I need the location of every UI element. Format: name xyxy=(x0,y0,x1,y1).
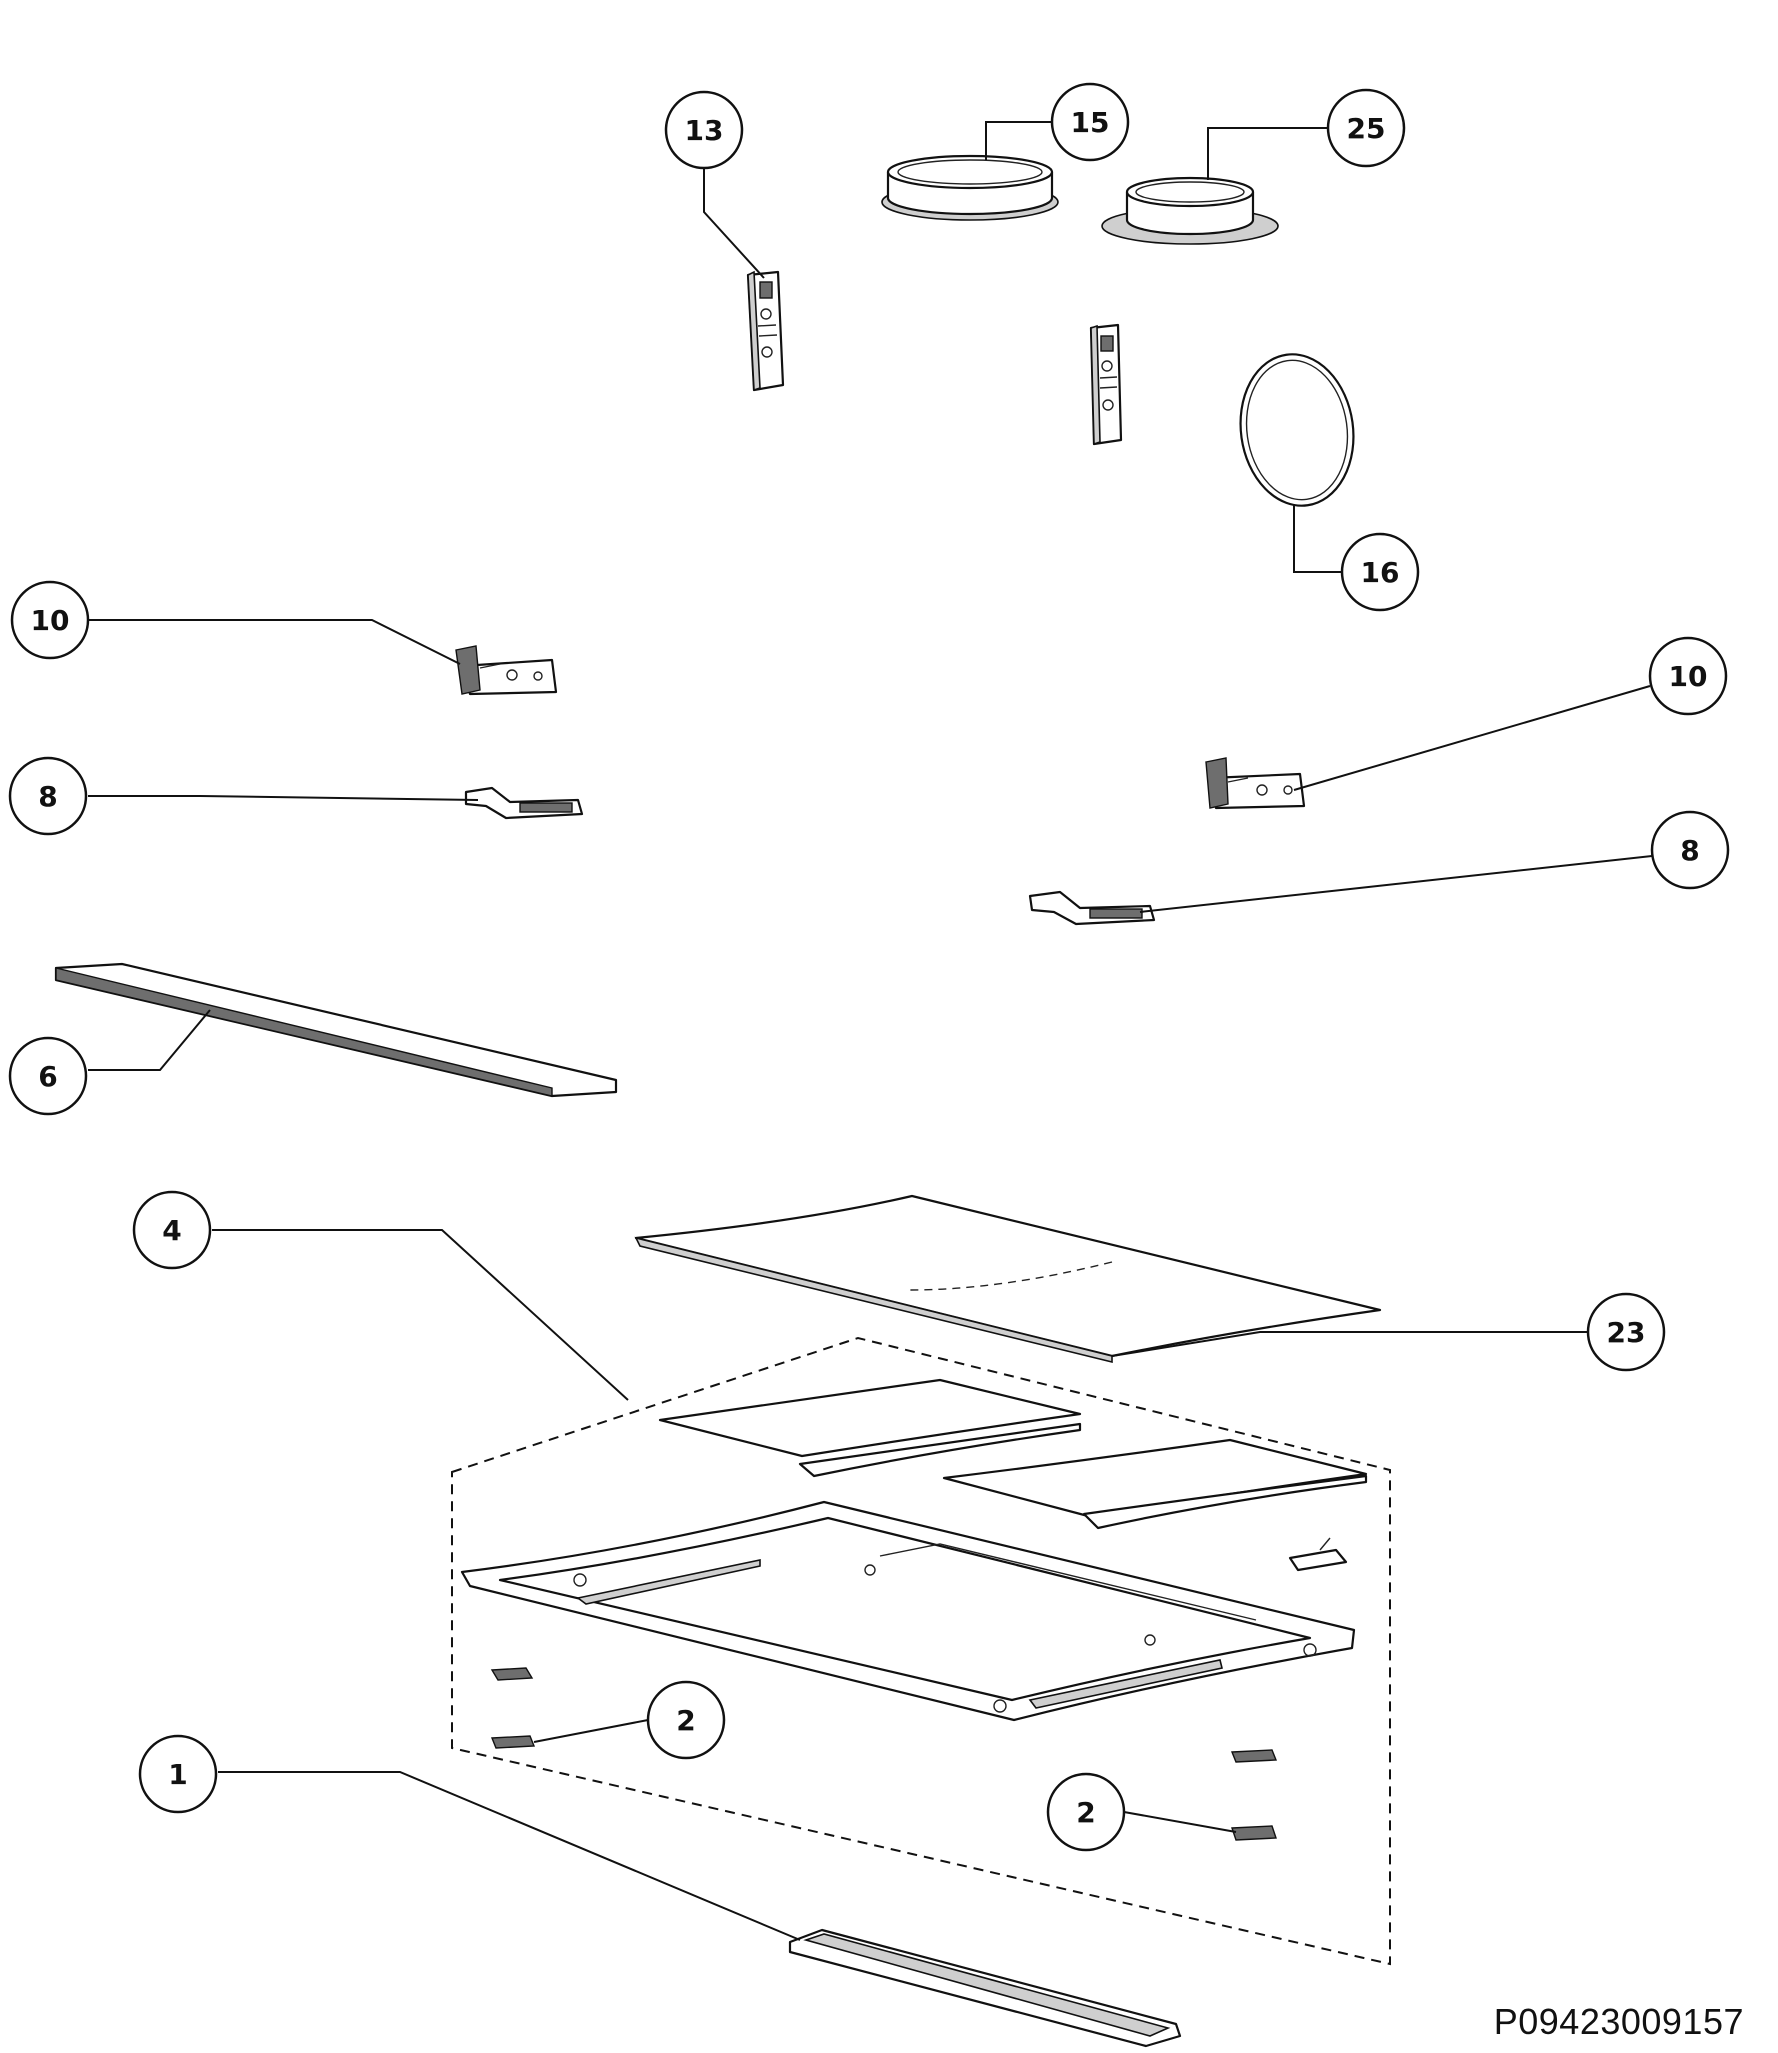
drawing-code: P09423009157 xyxy=(1493,2001,1744,2042)
filter-frame-assembly-4 xyxy=(451,1336,1391,1966)
duct-collar-25 xyxy=(1101,176,1279,245)
callout-8-right: 8 xyxy=(1650,810,1730,890)
svg-text:1: 1 xyxy=(168,1758,187,1791)
hinge-right xyxy=(1205,757,1306,810)
clip-a xyxy=(490,1667,534,1681)
hinge-left xyxy=(455,645,558,696)
hinge-lever-left xyxy=(464,786,584,820)
callout-13: 13 xyxy=(664,90,744,170)
svg-text:15: 15 xyxy=(1071,106,1110,139)
clip-b xyxy=(490,1735,536,1749)
filter-bracket-right xyxy=(1089,323,1123,446)
svg-text:23: 23 xyxy=(1607,1316,1646,1349)
callout-4: 4 xyxy=(132,1190,212,1270)
trim-strip-6 xyxy=(54,962,618,1098)
callout-10-right: 10 xyxy=(1648,636,1728,716)
glass-panel-23 xyxy=(634,1194,1382,1364)
leader-lines xyxy=(88,121,1653,1941)
svg-text:8: 8 xyxy=(1680,834,1699,867)
callout-15: 15 xyxy=(1050,82,1130,162)
filter-bracket-left xyxy=(746,270,785,392)
hinge-lever-right xyxy=(1028,890,1156,926)
svg-text:10: 10 xyxy=(1669,660,1708,693)
callout-23: 23 xyxy=(1586,1292,1666,1372)
callout-2-left: 2 xyxy=(646,1680,726,1760)
svg-text:6: 6 xyxy=(38,1060,57,1093)
callout-16: 16 xyxy=(1340,532,1420,612)
callout-10-left: 10 xyxy=(10,580,90,660)
svg-text:13: 13 xyxy=(685,114,724,147)
duct-seal-16 xyxy=(1239,353,1355,507)
svg-text:10: 10 xyxy=(31,604,70,637)
svg-text:8: 8 xyxy=(38,780,57,813)
handle-1 xyxy=(788,1928,1182,2048)
callout-2-right: 2 xyxy=(1046,1772,1126,1852)
clip-c xyxy=(1230,1749,1278,1763)
callout-8-left: 8 xyxy=(8,756,88,836)
duct-collar-15 xyxy=(881,154,1059,221)
svg-text:16: 16 xyxy=(1361,556,1400,589)
callout-6: 6 xyxy=(8,1036,88,1116)
callout-1: 1 xyxy=(138,1734,218,1814)
svg-text:2: 2 xyxy=(1076,1796,1095,1829)
callout-25: 25 xyxy=(1326,88,1406,168)
svg-text:2: 2 xyxy=(676,1704,695,1737)
svg-text:4: 4 xyxy=(162,1214,181,1247)
clip-d xyxy=(1231,1825,1277,1841)
svg-text:25: 25 xyxy=(1347,112,1386,145)
